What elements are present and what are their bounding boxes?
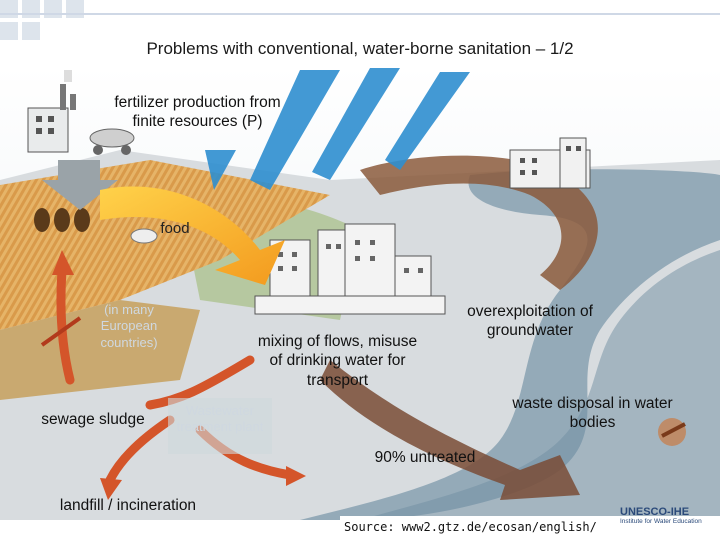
city-windows — [278, 240, 423, 273]
page-title: Problems with conventional, water-borne … — [146, 39, 574, 58]
fertilizer-label: fertilizer production from finite resour… — [114, 94, 281, 131]
food-arrow — [100, 186, 285, 285]
wheat-icons — [34, 208, 90, 232]
river-shade — [360, 250, 720, 520]
sewage-flow-upper — [360, 155, 598, 290]
field-lower — [0, 300, 200, 400]
fertilizer-arrow — [42, 160, 118, 210]
treatment-plant — [168, 398, 272, 454]
crossed-line — [40, 316, 82, 347]
person-icon — [658, 418, 686, 446]
untreated-label: 90% untreated — [374, 449, 476, 466]
food-bag-icon — [130, 228, 158, 244]
sewage-sludge-label: sewage sludge — [41, 411, 145, 428]
water-arrows — [205, 68, 470, 190]
industry-icon — [509, 137, 591, 189]
in-many-label: (in many European countries) — [100, 302, 158, 350]
header-rule — [0, 13, 720, 15]
city-icon — [254, 223, 446, 315]
wastewater-plant-label: Wastewater treatment plant — [176, 403, 264, 435]
logo-wordmark: UNESCO-IHE — [620, 506, 690, 518]
sewage-flow-lower — [320, 360, 580, 500]
header-band — [0, 0, 720, 66]
logo: UNESCO-IHE Institute for Water Education — [620, 500, 718, 536]
waste-disposal-label: waste disposal in water bodies — [512, 395, 673, 432]
logo-subtitle: Institute for Water Education — [620, 518, 702, 525]
landfill-label: landfill / incineration — [59, 497, 197, 514]
river — [300, 169, 720, 520]
mixing-label: mixing of flows, misuse of drinking wate… — [257, 333, 418, 389]
overexploitation-label: overexploitation of groundwater — [467, 303, 593, 340]
food-label: food — [160, 220, 190, 237]
factory-icon — [27, 70, 135, 155]
sludge-arrowheads — [52, 250, 306, 500]
source-credit: Source: www2.gtz.de/ecosan/english/ — [344, 520, 597, 534]
footer-strip — [340, 516, 720, 540]
